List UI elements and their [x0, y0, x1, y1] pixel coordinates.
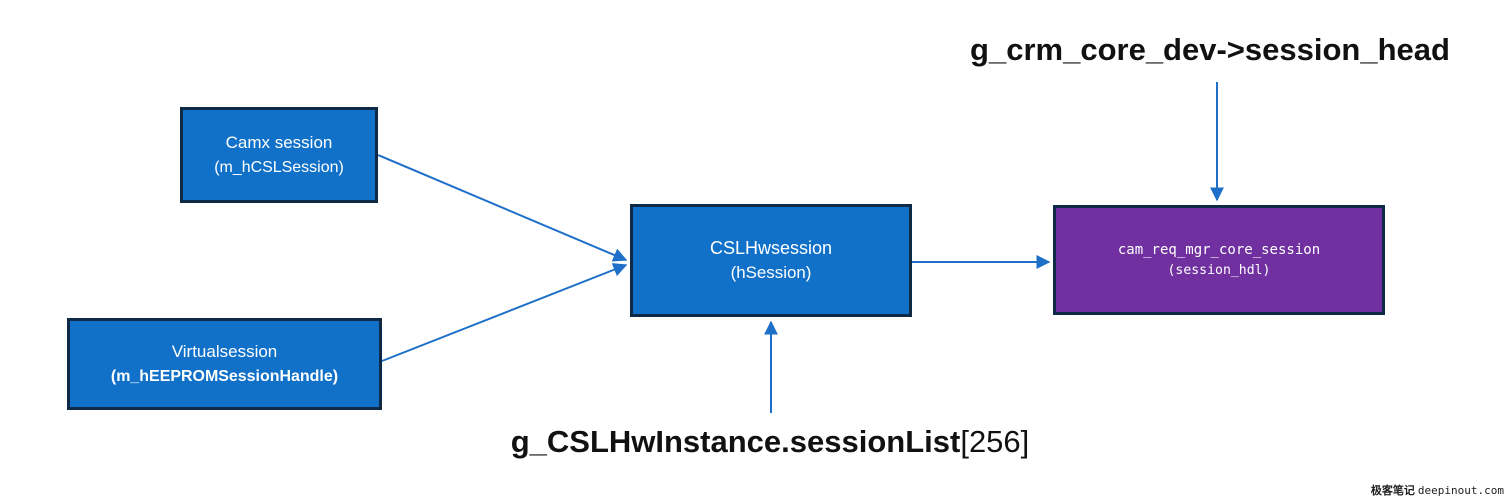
node-camx-session: Camx session (m_hCSLSession): [180, 107, 378, 203]
node-camx-session-handle: (m_hCSLSession): [214, 158, 344, 176]
node-cslhw-session-handle: (hSession): [730, 263, 812, 283]
node-crm-handle: (session_hdl): [1167, 262, 1271, 278]
arrow-camx-to-cslhw: [377, 154, 628, 262]
node-crm-title: cam_req_mgr_core_session: [1117, 241, 1321, 258]
watermark-domain: deepinout.com: [1417, 484, 1504, 497]
watermark: 极客笔记 deepinout.com: [1371, 482, 1504, 498]
label-session-head: g_crm_core_dev->session_head: [970, 32, 1450, 67]
label-session-list: g_CSLHwInstance.sessionList[256]: [480, 424, 1060, 460]
node-virtual-session: Virtualsession (m_hEEPROMSessionHandle): [67, 318, 382, 410]
node-cslhw-session-title: CSLHwsession: [709, 238, 833, 259]
node-cam-req-mgr-core-session: cam_req_mgr_core_session (session_hdl): [1053, 205, 1385, 315]
watermark-chinese: 极客笔记: [1370, 484, 1415, 497]
arrow-virtual-to-cslhw: [381, 263, 628, 362]
label-session-list-index: [256]: [960, 424, 1030, 459]
node-camx-session-title: Camx session: [225, 133, 333, 153]
label-session-list-main: g_CSLHwInstance.sessionList: [510, 424, 961, 459]
node-virtual-session-handle: (m_hEEPROMSessionHandle): [110, 367, 339, 385]
node-virtual-session-title: Virtualsession: [171, 342, 278, 362]
node-cslhw-session: CSLHwsession (hSession): [630, 204, 912, 317]
